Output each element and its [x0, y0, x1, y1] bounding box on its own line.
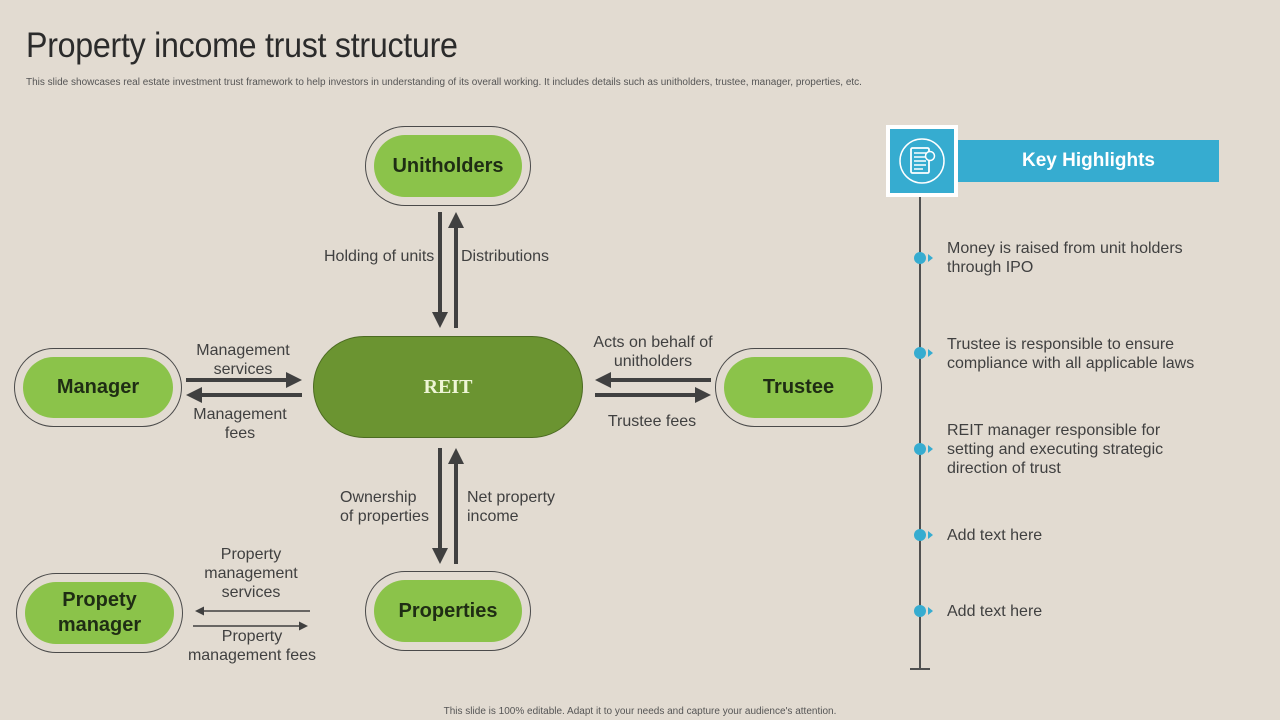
node-reit: REIT [313, 336, 583, 438]
label-line: of properties [340, 508, 429, 525]
node-property-manager: Propety manager [16, 573, 183, 653]
node-manager: Manager [14, 348, 182, 427]
label-line: Property [221, 628, 283, 645]
node-trustee-label: Trustee [724, 357, 873, 418]
label-line: unitholders [613, 353, 693, 370]
document-cycle-icon [899, 138, 945, 184]
bullet-arrow-icon [928, 445, 933, 453]
node-unitholders-label: Unitholders [374, 135, 522, 197]
label-management-fees: Management fees [180, 405, 300, 443]
label-line: Net property [467, 489, 556, 506]
bullet-dot-icon [914, 252, 926, 264]
node-unitholders: Unitholders [365, 126, 531, 206]
label-trustee-fees: Trustee fees [607, 413, 697, 430]
label-acts-on-behalf: Acts on behalf of unitholders [588, 333, 718, 371]
label-line: Acts on behalf of [593, 334, 713, 351]
highlight-item: Add text here [947, 603, 1043, 620]
label-line: services [221, 584, 281, 601]
node-properties: Properties [365, 571, 531, 651]
timeline-line [919, 197, 921, 669]
highlight-item: REIT manager responsible for setting and… [947, 422, 1164, 477]
node-property-manager-label: Propety manager [25, 582, 174, 644]
label-line: income [467, 508, 519, 525]
label-management-services: Management services [183, 341, 303, 379]
page-subtitle: This slide showcases real estate investm… [26, 77, 862, 88]
label-net-income: Net property income [467, 488, 555, 526]
bullet-dot-icon [914, 443, 926, 455]
label-holding-of-units: Holding of units [324, 248, 435, 265]
label-distributions: Distributions [461, 248, 550, 265]
bullet-dot-icon [914, 605, 926, 617]
timeline-end [910, 668, 930, 670]
key-highlights-heading: Key Highlights [958, 140, 1219, 182]
label-line: Management [193, 406, 287, 423]
label-pm-services: Property management services [191, 545, 311, 602]
bullet-arrow-icon [928, 254, 933, 262]
property-manager-line2: manager [57, 614, 142, 636]
highlight-item: Money is raised from unit holders throug… [947, 240, 1183, 276]
label-line: management [204, 565, 298, 582]
bullet-arrow-icon [928, 531, 933, 539]
label-line: Property [220, 546, 282, 563]
label-ownership: Ownership of properties [340, 488, 429, 526]
highlight-item: Add text here [947, 527, 1043, 544]
property-manager-line1: Propety [62, 589, 137, 611]
footer-note: This slide is 100% editable. Adapt it to… [443, 706, 837, 717]
label-pm-fees: Property management fees [182, 627, 322, 665]
bullet-dot-icon [914, 529, 926, 541]
key-highlights-icon-box [886, 125, 958, 197]
label-line: management fees [187, 647, 317, 664]
node-manager-label: Manager [23, 357, 173, 418]
bullet-dot-icon [914, 347, 926, 359]
label-line: services [213, 361, 273, 378]
label-line: Ownership [340, 489, 417, 506]
highlight-item: Trustee is responsible to ensure complia… [947, 336, 1195, 372]
label-line: fees [224, 425, 256, 442]
label-line: Management [196, 342, 290, 359]
bullet-arrow-icon [928, 349, 933, 357]
node-trustee: Trustee [715, 348, 882, 427]
page-title: Property income trust structure [26, 26, 458, 65]
node-properties-label: Properties [374, 580, 522, 642]
node-reit-label: REIT [423, 375, 473, 398]
bullet-arrow-icon [928, 607, 933, 615]
